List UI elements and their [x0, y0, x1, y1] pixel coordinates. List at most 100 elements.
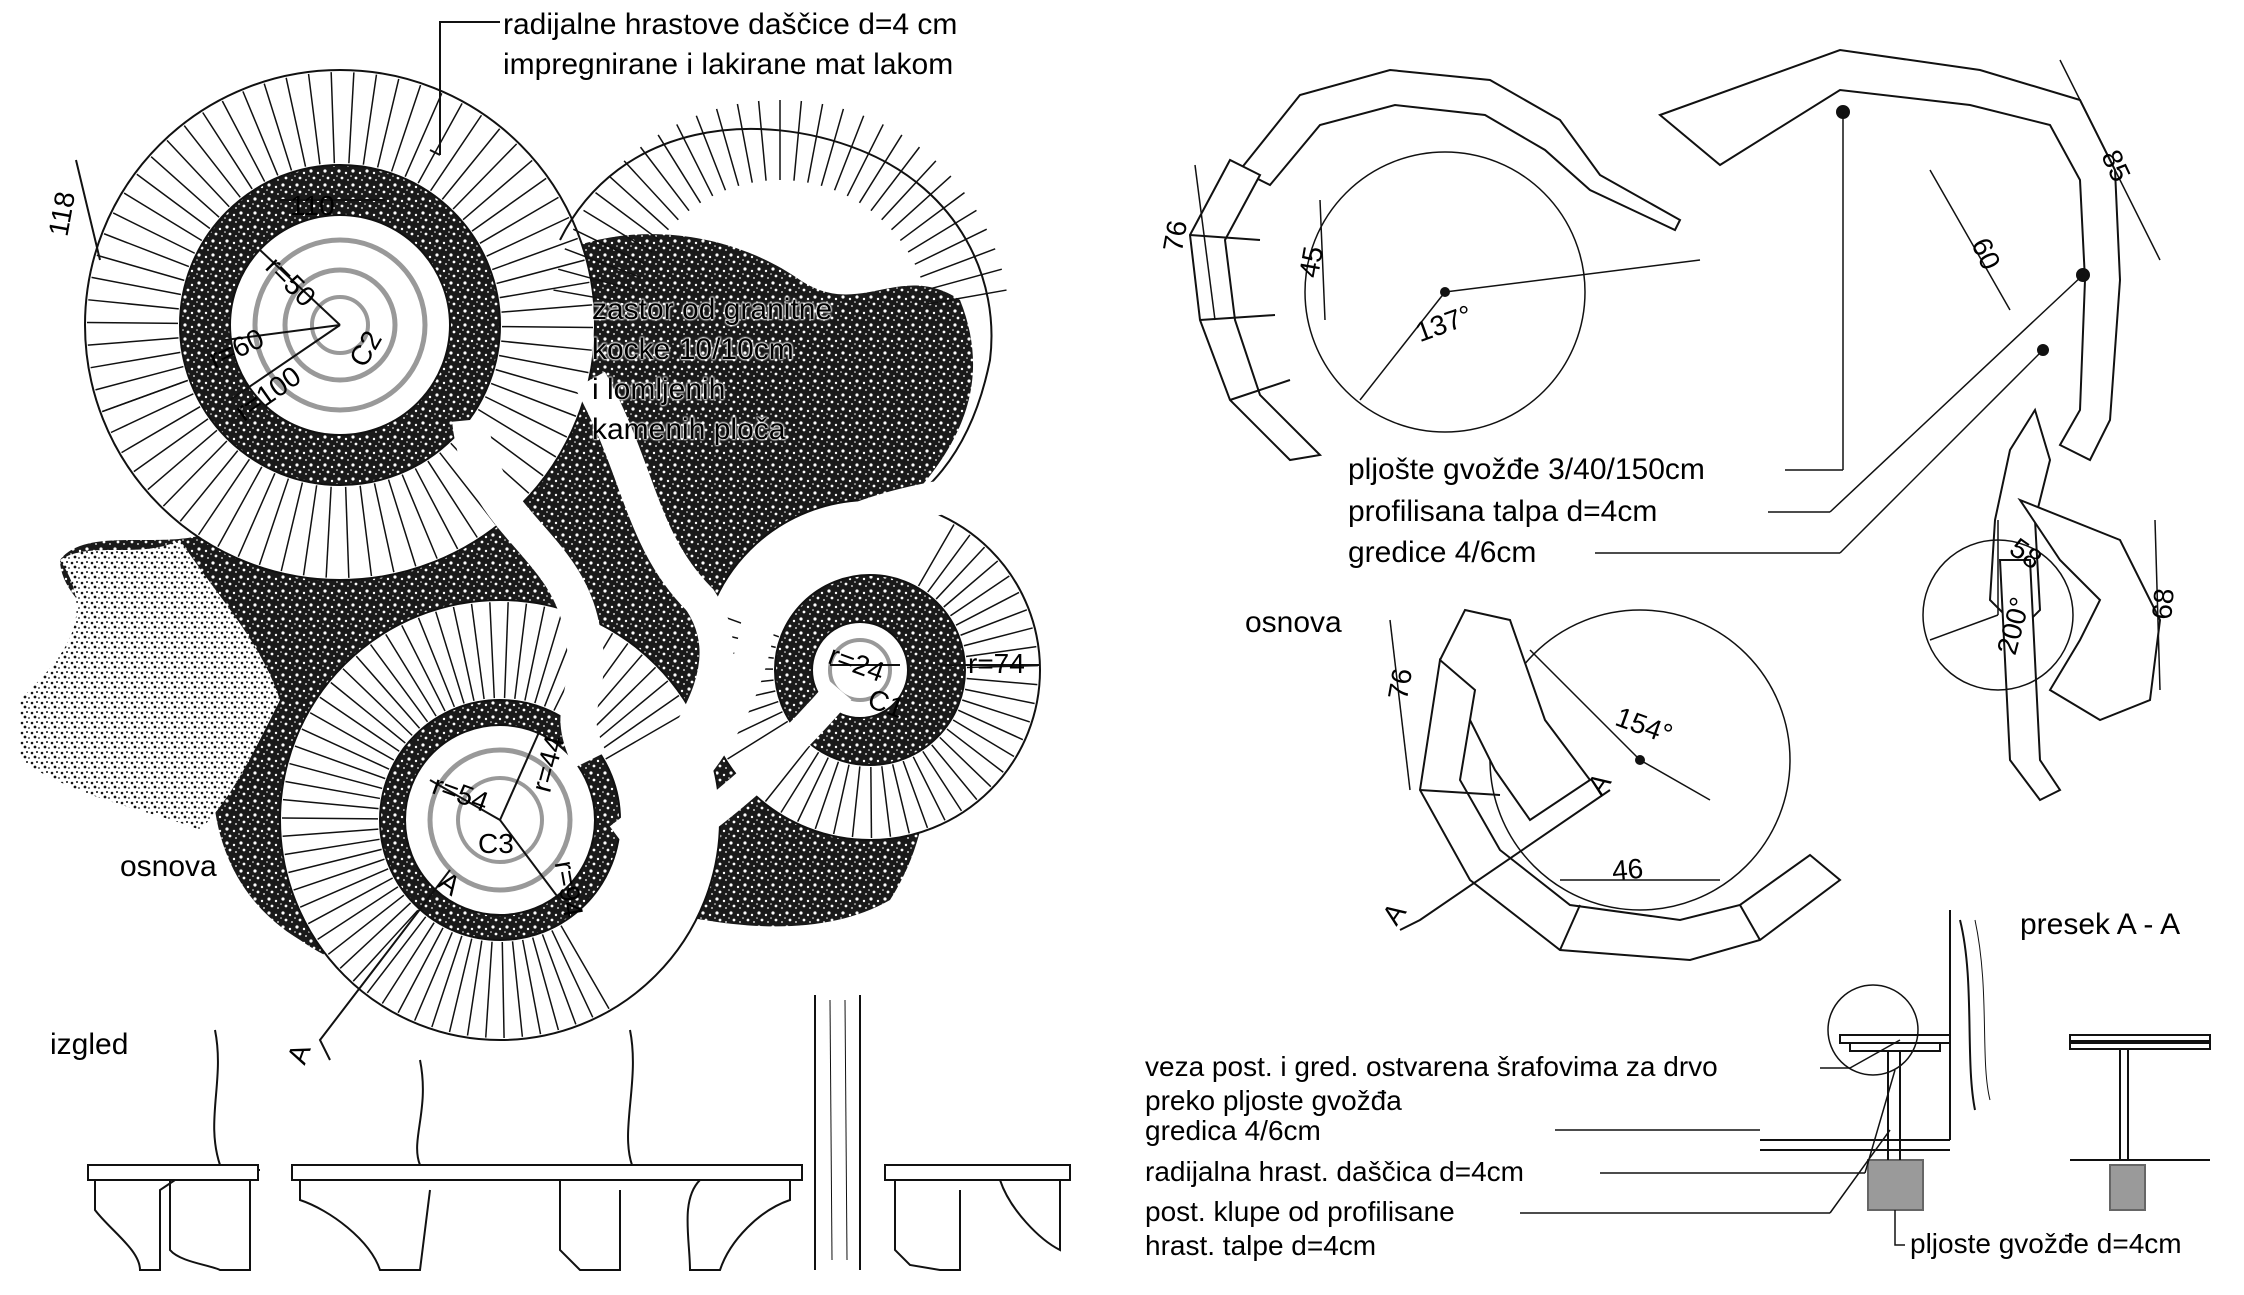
note-via-iron: preko pljoste gvožđa [1145, 1085, 1402, 1116]
path-4 [633, 680, 852, 874]
path-3 [609, 473, 1002, 854]
radial-slat [521, 939, 542, 1035]
radial-slat [466, 940, 483, 1036]
radial-slat [498, 354, 589, 374]
radial-slat [599, 694, 680, 751]
radial-slat [963, 627, 1033, 647]
radial-slat [452, 606, 475, 701]
radial-slat [870, 766, 873, 839]
radial-slat [91, 276, 182, 296]
note-batten: gredica 4/6cm [1145, 1115, 1321, 1146]
radial-slat [381, 922, 435, 1004]
radial-slat [820, 108, 845, 187]
radial-slat [832, 764, 850, 835]
radial-slat [366, 916, 427, 994]
radial-slat [147, 429, 218, 491]
radial-slat [964, 688, 1035, 705]
elevation-label: izgled [50, 1028, 129, 1061]
radial-slat [534, 610, 564, 704]
radial-slat [891, 764, 910, 834]
radial-slat [541, 934, 577, 1025]
radial-slat [352, 909, 419, 982]
radial-slat [564, 248, 640, 278]
radial-slat [511, 941, 524, 1037]
radial-slat [851, 766, 861, 838]
radial-slat [927, 534, 971, 593]
radial-slat [121, 406, 201, 454]
radial-slat [448, 938, 473, 1033]
radial-slat [715, 108, 740, 187]
radial-slat [736, 103, 753, 183]
radial-slat [870, 146, 921, 212]
radial-slat [557, 268, 636, 292]
radial-slat [197, 458, 251, 536]
radial-slat [943, 560, 999, 608]
radial-slat [902, 760, 929, 829]
radial-slat [103, 233, 190, 268]
radial-slat [899, 192, 965, 242]
plan-label-right: osnova [1245, 606, 1342, 639]
radial-slat [401, 474, 438, 559]
radial-slat [162, 440, 228, 507]
radial-slat [263, 83, 293, 171]
radial-slat [922, 750, 963, 812]
radial-slat [95, 365, 184, 391]
radial-slat [282, 817, 379, 820]
radial-slat [676, 124, 714, 197]
radial-slat [202, 112, 253, 190]
radial-slat [88, 299, 179, 310]
radial-slat [793, 100, 803, 181]
radial-slat [501, 941, 505, 1038]
radial-slat [242, 91, 279, 176]
paving-label-line2: kocke 10/10cm [592, 333, 794, 366]
section-title: presek A - A [2020, 908, 2181, 941]
radial-slat [369, 644, 429, 723]
radial-slat [833, 115, 865, 191]
radial-slat [924, 268, 1003, 292]
radial-slat [890, 175, 952, 231]
shrub-hatch [20, 540, 280, 830]
radial-slat [471, 177, 547, 232]
dim-76-bottom: 76 [1382, 665, 1419, 702]
radial-slat [307, 877, 394, 925]
radial-slat [387, 479, 417, 567]
radial-slat [390, 84, 422, 172]
radial-slat [912, 756, 946, 821]
path-2 [575, 371, 734, 790]
radial-slat [846, 124, 884, 197]
radial-slat [376, 78, 400, 168]
bench-ring-middle [553, 100, 1007, 521]
radial-slat [289, 762, 383, 790]
radial-slat [285, 77, 307, 167]
radial-slat [807, 103, 824, 183]
radial-slat [605, 710, 690, 760]
radial-slat [881, 160, 937, 221]
radial-slat [514, 603, 528, 699]
radial-slat [404, 93, 443, 177]
radial-slat [966, 677, 1038, 686]
radial-slat [431, 935, 463, 1028]
radial-slat [237, 473, 276, 557]
radial-slat [302, 485, 318, 576]
radial-slat [427, 460, 478, 538]
slat-leader [439, 21, 500, 155]
radial-slat [531, 937, 560, 1031]
radial-slat [962, 699, 1031, 723]
radial-slat [489, 602, 496, 699]
radial-slat [123, 192, 203, 242]
elevation-benches [87, 995, 1071, 1271]
radial-slat [217, 466, 263, 547]
radial-slat [87, 337, 179, 346]
radial-slat [385, 633, 437, 717]
radial-slat [330, 681, 406, 744]
radial-slat [136, 173, 211, 230]
dim-46: 46 [1610, 852, 1645, 887]
radial-slat [417, 617, 456, 708]
radial-slat [814, 761, 840, 830]
radial-slat [484, 396, 568, 438]
radial-slat [796, 757, 829, 822]
dim-76-top: 76 [1157, 217, 1194, 254]
radial-slat [183, 125, 241, 198]
radial-slat [96, 254, 185, 282]
